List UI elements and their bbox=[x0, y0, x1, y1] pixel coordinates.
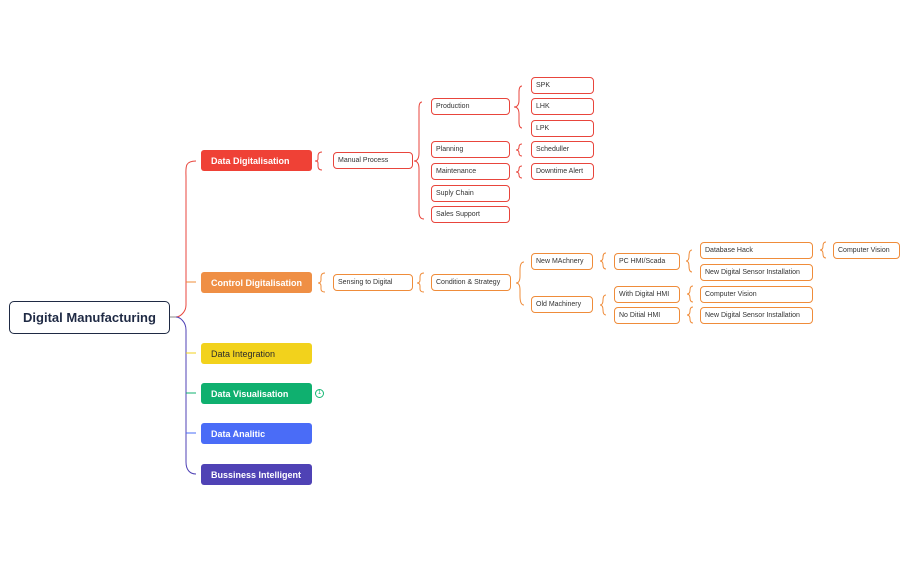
node-with-digital-hmi[interactable]: With Digital HMI bbox=[614, 286, 680, 303]
node-condition-strategy[interactable]: Condition & Strategy bbox=[431, 274, 511, 291]
node-production[interactable]: Production bbox=[431, 98, 510, 115]
node-lhk[interactable]: LHK bbox=[531, 98, 594, 115]
node-pc-hmi-scada[interactable]: PC HMI/Scada bbox=[614, 253, 680, 270]
node-database-hack[interactable]: Database Hack bbox=[700, 242, 813, 259]
node-maintenance[interactable]: Maintenance bbox=[431, 163, 510, 180]
node-new-sensor-installation-1[interactable]: New Digital Sensor Installation bbox=[700, 264, 813, 281]
topic-control-digitalisation[interactable]: Control Digitalisation bbox=[201, 272, 312, 293]
topic-bussiness-intelligent[interactable]: Bussiness Intelligent bbox=[201, 464, 312, 485]
topic-data-integration[interactable]: Data Integration bbox=[201, 343, 312, 364]
node-computer-vision-1[interactable]: Computer Vision bbox=[833, 242, 900, 259]
node-downtime-alert[interactable]: Downtime Alert bbox=[531, 163, 594, 180]
node-new-sensor-installation-2[interactable]: New Digital Sensor Installation bbox=[700, 307, 813, 324]
node-computer-vision-2[interactable]: Computer Vision bbox=[700, 286, 813, 303]
node-planning[interactable]: Planning bbox=[431, 141, 510, 158]
node-scheduller[interactable]: Scheduller bbox=[531, 141, 594, 158]
node-suply-chain[interactable]: Suply Chain bbox=[431, 185, 510, 202]
collapsed-count-badge[interactable]: 1 bbox=[315, 389, 324, 398]
node-sensing-to-digital[interactable]: Sensing to Digital bbox=[333, 274, 413, 291]
topic-data-analitic[interactable]: Data Analitic bbox=[201, 423, 312, 444]
node-manual-process[interactable]: Manual Process bbox=[333, 152, 413, 169]
node-lpk[interactable]: LPK bbox=[531, 120, 594, 137]
topic-data-visualisation[interactable]: Data Visualisation bbox=[201, 383, 312, 404]
node-spk[interactable]: SPK bbox=[531, 77, 594, 94]
root-topic[interactable]: Digital Manufacturing bbox=[9, 301, 170, 334]
node-sales-support[interactable]: Sales Support bbox=[431, 206, 510, 223]
node-no-digital-hmi[interactable]: No Ditial HMI bbox=[614, 307, 680, 324]
node-new-machinery[interactable]: New MAchnery bbox=[531, 253, 593, 270]
topic-data-digitalisation[interactable]: Data Digitalisation bbox=[201, 150, 312, 171]
node-old-machinery[interactable]: Old Machinery bbox=[531, 296, 593, 313]
